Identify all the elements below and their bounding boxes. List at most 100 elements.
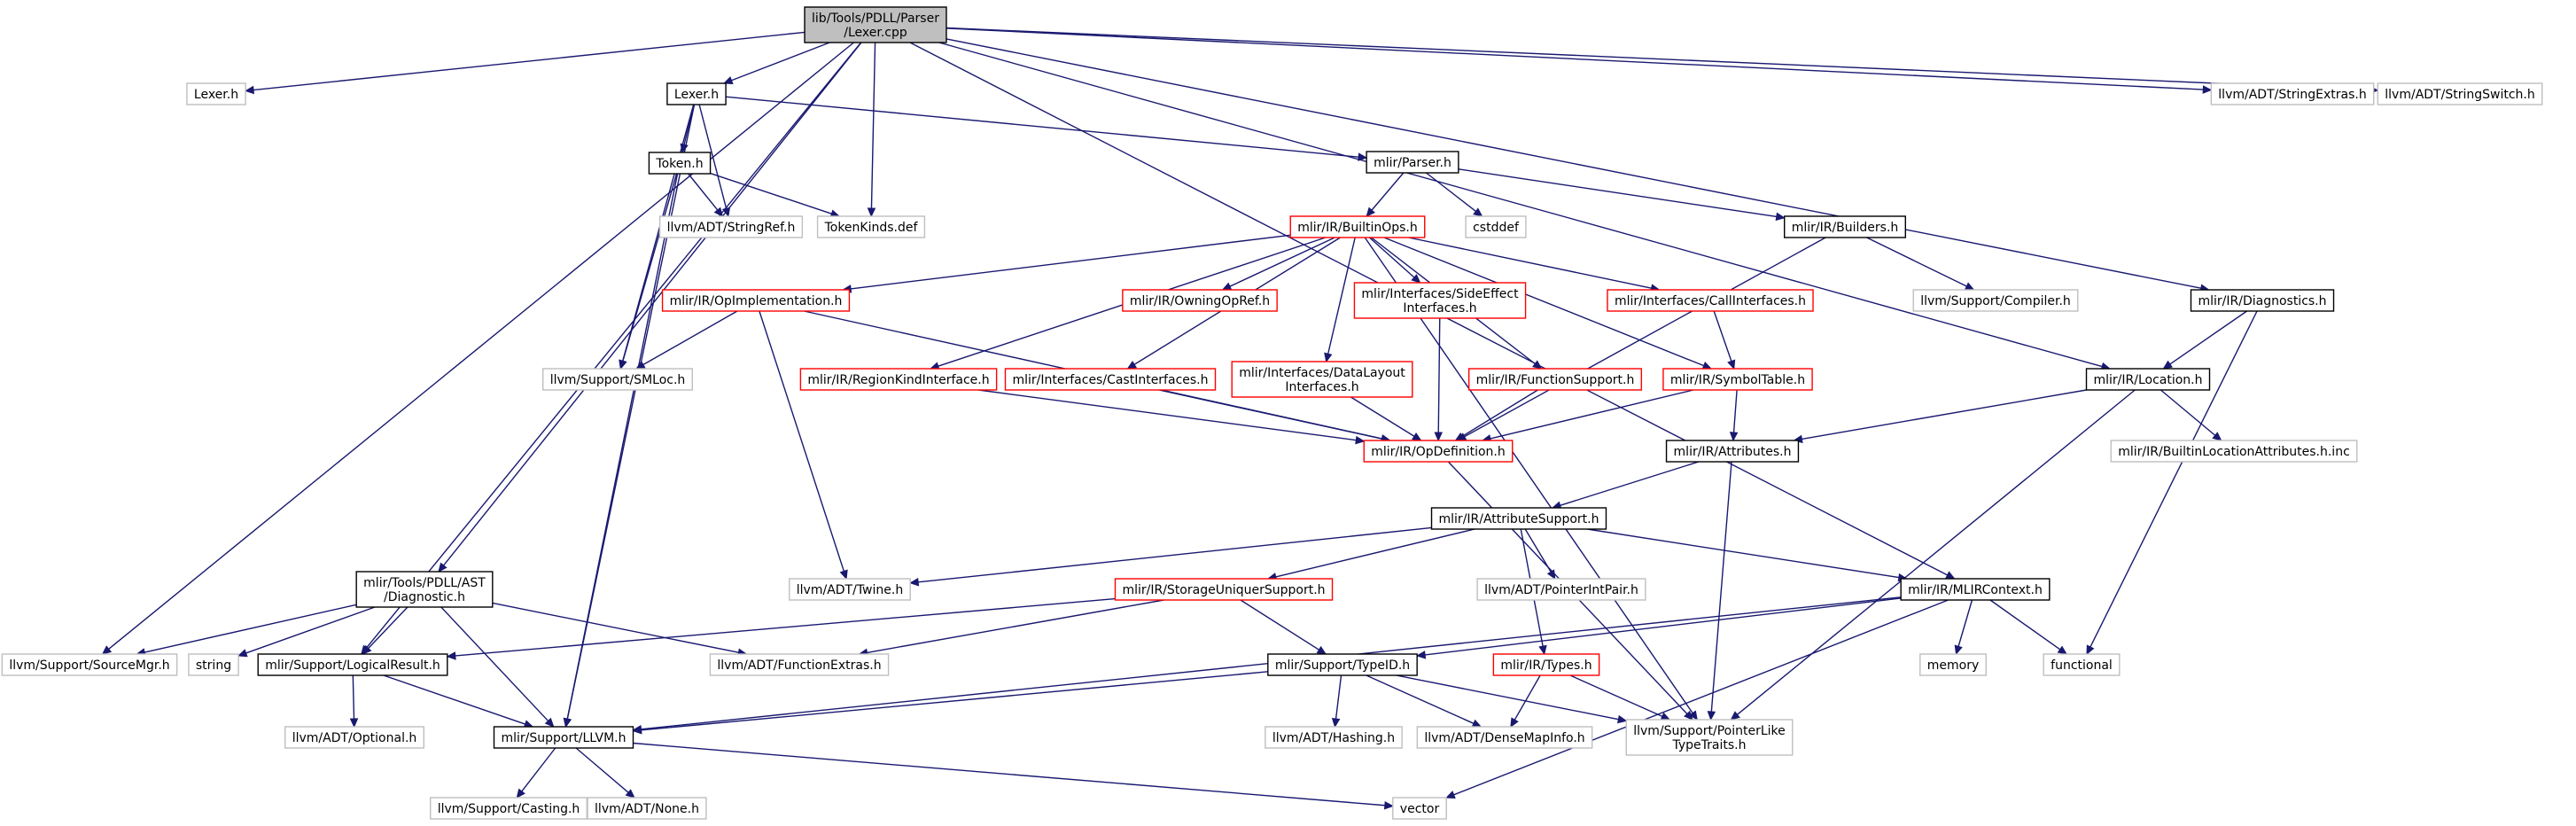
edge-builders-to-opdef <box>1456 237 1826 441</box>
node-builtinlocattr[interactable]: mlir/IR/BuiltinLocationAttributes.h.inc <box>2110 440 2358 463</box>
edge-callif-to-symboltable <box>1713 310 1736 370</box>
arrowhead <box>516 788 525 799</box>
edge-mlircontext-to-functional <box>1989 599 2068 655</box>
arrowhead <box>721 206 731 218</box>
node-castif[interactable]: mlir/Interfaces/CastInterfaces.h <box>1004 368 1217 391</box>
node-label: mlir/IR/OpImplementation.h <box>670 294 843 308</box>
node-callif[interactable]: mlir/Interfaces/CallInterfaces.h <box>1607 289 1814 312</box>
edge-attributes-to-pointerlike <box>1707 461 1732 721</box>
node-label: Token.h <box>655 157 703 171</box>
edge-astdiag-to-functionextras <box>492 602 748 657</box>
edge-typeid-to-densemapinfo <box>1366 674 1483 728</box>
node-lexer-h-ext[interactable]: Lexer.h <box>186 82 246 105</box>
node-typeid[interactable]: mlir/Support/TypeID.h <box>1267 653 1418 676</box>
node-astdiag[interactable]: mlir/Tools/PDLL/AST/Diagnostic.h <box>355 571 494 608</box>
node-token-h[interactable]: Token.h <box>648 152 712 175</box>
node-label: mlir/Interfaces/DataLayout <box>1239 366 1405 380</box>
node-label: mlir/IR/Types.h <box>1500 658 1592 673</box>
node-opdef[interactable]: mlir/IR/OpDefinition.h <box>1363 440 1514 463</box>
node-label: llvm/ADT/PointerIntPair.h <box>1484 583 1638 597</box>
node-string[interactable]: string <box>188 653 239 676</box>
node-none[interactable]: llvm/ADT/None.h <box>587 797 707 820</box>
node-stringextras[interactable]: llvm/ADT/StringExtras.h <box>2210 82 2375 105</box>
node-twine[interactable]: llvm/ADT/Twine.h <box>789 578 911 601</box>
edge-root-to-lexer-h-ext <box>244 31 805 95</box>
node-vector[interactable]: vector <box>1392 797 1447 820</box>
edges-layer <box>101 27 2379 810</box>
node-box <box>648 152 712 175</box>
node-box <box>1267 653 1418 676</box>
arrowhead <box>839 569 848 581</box>
node-mlir-parser[interactable]: mlir/Parser.h <box>1366 151 1459 174</box>
node-regionkind[interactable]: mlir/IR/RegionKindInterface.h <box>799 368 998 391</box>
node-box <box>789 578 911 601</box>
node-stringref[interactable]: llvm/ADT/StringRef.h <box>658 215 804 238</box>
edge-types-to-pointerlike <box>1569 674 1671 721</box>
edge-mlircontext-to-vector <box>1445 599 1949 799</box>
arrowhead <box>237 649 248 658</box>
node-attributes[interactable]: mlir/IR/Attributes.h <box>1665 440 1800 463</box>
edge-castif-to-opdef <box>1158 389 1391 443</box>
node-optional[interactable]: llvm/ADT/Optional.h <box>284 726 424 749</box>
node-label: Interfaces.h <box>1403 301 1476 316</box>
arrowhead <box>1538 644 1547 656</box>
node-owningopref[interactable]: mlir/IR/OwningOpRef.h <box>1122 289 1278 312</box>
node-storageuniquer[interactable]: mlir/IR/StorageUniquerSupport.h <box>1114 578 1334 601</box>
node-hashing[interactable]: llvm/ADT/Hashing.h <box>1265 726 1403 749</box>
node-casting[interactable]: llvm/Support/Casting.h <box>430 797 588 820</box>
node-types[interactable]: mlir/IR/Types.h <box>1492 653 1600 676</box>
arrowhead <box>713 206 724 217</box>
node-stringswitch[interactable]: llvm/ADT/StringSwitch.h <box>2377 82 2543 105</box>
node-box <box>1665 440 1800 463</box>
node-pointerintpair[interactable]: llvm/ADT/PointerIntPair.h <box>1476 578 1646 601</box>
node-attrsupport[interactable]: mlir/IR/AttributeSupport.h <box>1430 507 1607 530</box>
node-tokenkinds[interactable]: TokenKinds.def <box>816 215 926 238</box>
arrowhead <box>1471 719 1483 728</box>
node-memory[interactable]: memory <box>1919 653 1987 676</box>
node-densemapinfo[interactable]: llvm/ADT/DenseMapInfo.h <box>1416 726 1593 749</box>
node-llvm-h[interactable]: mlir/Support/LLVM.h <box>493 726 634 749</box>
node-box <box>188 653 239 676</box>
node-box <box>2085 368 2211 391</box>
edge-token-h-to-stringref <box>688 173 724 217</box>
node-box <box>2110 440 2358 463</box>
arrowhead <box>1221 282 1233 291</box>
node-box <box>1430 507 1607 530</box>
edge-storageuniquer-to-functionextras <box>858 599 1164 658</box>
node-compiler[interactable]: llvm/Support/Compiler.h <box>1912 289 2079 312</box>
node-sourcemgr[interactable]: llvm/Support/SourceMgr.h <box>1 653 178 676</box>
node-funcsupport[interactable]: mlir/IR/FunctionSupport.h <box>1467 368 1643 391</box>
edge-funcsupport-to-opdef <box>1454 389 1538 441</box>
node-box <box>587 797 707 820</box>
node-label: vector <box>1400 802 1440 816</box>
node-mlircontext[interactable]: mlir/IR/MLIRContext.h <box>1900 578 2051 601</box>
arrowhead <box>1688 710 1698 721</box>
node-label: mlir/IR/Attributes.h <box>1674 445 1792 459</box>
node-functionextras[interactable]: llvm/ADT/FunctionExtras.h <box>709 653 890 676</box>
node-diagnostics[interactable]: mlir/IR/Diagnostics.h <box>2190 289 2335 312</box>
node-symboltable[interactable]: mlir/IR/SymbolTable.h <box>1662 368 1813 391</box>
node-label: mlir/IR/RegionKindInterface.h <box>807 373 989 387</box>
edge-mlircontext-to-memory <box>1954 599 1973 656</box>
arrowhead <box>2057 645 2068 655</box>
node-box <box>1662 368 1813 391</box>
node-smloc[interactable]: llvm/Support/SMLoc.h <box>542 368 693 391</box>
node-location[interactable]: mlir/IR/Location.h <box>2085 368 2211 391</box>
edge-typeid-to-llvm-h <box>632 671 1268 735</box>
node-logicalresult[interactable]: mlir/Support/LogicalResult.h <box>257 653 448 676</box>
node-label: mlir/IR/BuiltinOps.h <box>1297 221 1418 235</box>
edge-diagnostics-to-functional <box>2086 310 2258 656</box>
node-lexer-h[interactable]: Lexer.h <box>666 82 727 105</box>
node-opimpl[interactable]: mlir/IR/OpImplementation.h <box>661 289 851 312</box>
node-builtinops[interactable]: mlir/IR/BuiltinOps.h <box>1289 215 1426 238</box>
node-cstddef[interactable]: cstddef <box>1465 215 1527 238</box>
edge-symboltable-to-attributes <box>1729 389 1739 442</box>
node-functional[interactable]: functional <box>2043 653 2121 676</box>
node-label: mlir/IR/OwningOpRef.h <box>1130 294 1270 308</box>
node-root[interactable]: lib/Tools/PDLL/Parser/Lexer.cpp <box>804 6 947 43</box>
edge-typeid-to-hashing <box>1331 674 1342 729</box>
node-builders[interactable]: mlir/IR/Builders.h <box>1784 215 1906 238</box>
